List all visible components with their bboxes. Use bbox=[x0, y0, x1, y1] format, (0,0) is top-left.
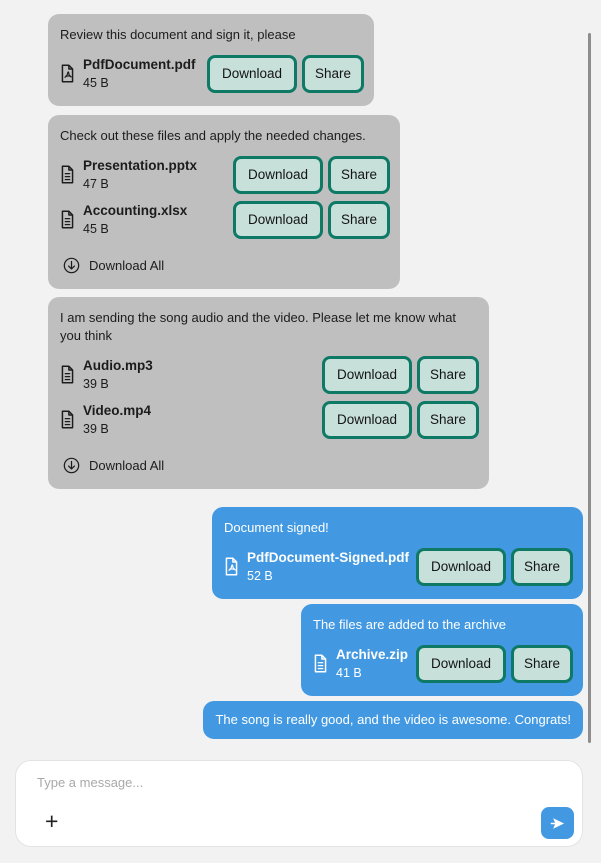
file-attachment-row: Audio.mp3 39 B Download Share bbox=[60, 354, 479, 396]
file-attachment-row: Archive.zip 41 B Download Share bbox=[313, 643, 573, 685]
file-size: 41 B bbox=[336, 666, 362, 681]
message-text: Review this document and sign it, please bbox=[60, 27, 296, 42]
share-button[interactable]: Share bbox=[302, 54, 364, 93]
share-button[interactable]: Share bbox=[511, 644, 573, 683]
chat-message-list: Review this document and sign it, please… bbox=[48, 14, 583, 739]
download-button[interactable]: Download bbox=[207, 54, 297, 93]
message-text: Check out these files and apply the need… bbox=[60, 127, 366, 143]
vertical-scrollbar[interactable] bbox=[588, 33, 591, 743]
attach-file-button[interactable]: + bbox=[45, 808, 59, 834]
file-name: Audio.mp3 bbox=[83, 358, 153, 374]
message-bubble-outgoing: The files are added to the archive Archi… bbox=[301, 603, 583, 696]
download-button[interactable]: Download bbox=[233, 200, 323, 239]
file-size: 39 B bbox=[83, 422, 109, 437]
file-size: 45 B bbox=[83, 222, 109, 237]
document-file-icon bbox=[313, 654, 328, 673]
file-attachment-row: Presentation.pptx 47 B Download Share bbox=[60, 154, 390, 196]
file-size: 39 B bbox=[83, 377, 109, 392]
download-button[interactable]: Download bbox=[233, 155, 323, 194]
message-bubble-incoming: Review this document and sign it, please… bbox=[48, 14, 374, 106]
document-file-icon bbox=[60, 365, 75, 384]
download-all-label: Download All bbox=[89, 257, 165, 273]
file-name: PdfDocument.pdf bbox=[83, 57, 196, 73]
file-name: Presentation.pptx bbox=[83, 158, 198, 174]
document-file-icon bbox=[60, 410, 75, 429]
file-size: 45 B bbox=[83, 76, 109, 91]
file-size: 47 B bbox=[83, 177, 109, 192]
share-button[interactable]: Share bbox=[417, 400, 479, 439]
pdf-file-icon bbox=[60, 64, 75, 83]
file-name: Video.mp4 bbox=[83, 403, 152, 419]
message-text: Document signed! bbox=[224, 519, 329, 535]
download-all-label: Download All bbox=[89, 457, 165, 473]
file-attachment-row: Video.mp4 39 B Download Share bbox=[60, 399, 479, 441]
file-attachment-row: PdfDocument.pdf 45 B Download Share bbox=[60, 53, 364, 95]
share-button[interactable]: Share bbox=[511, 547, 573, 586]
share-button[interactable]: Share bbox=[328, 155, 390, 194]
message-bubble-outgoing: The song is really good, and the video i… bbox=[203, 700, 583, 739]
message-composer: + bbox=[15, 760, 583, 847]
document-file-icon bbox=[60, 165, 75, 184]
download-all-link[interactable]: Download All bbox=[63, 457, 479, 474]
download-button[interactable]: Download bbox=[416, 547, 506, 586]
download-button[interactable]: Download bbox=[416, 644, 506, 683]
file-size: 52 B bbox=[247, 569, 273, 584]
file-attachment-row: PdfDocument-Signed.pdf 52 B Download Sha… bbox=[224, 546, 573, 588]
file-name: Archive.zip bbox=[336, 647, 409, 663]
send-button[interactable] bbox=[541, 807, 574, 839]
message-text: I am sending the song audio and the vide… bbox=[60, 309, 457, 343]
send-icon bbox=[549, 815, 566, 832]
message-text: The files are added to the archive bbox=[313, 616, 506, 632]
message-bubble-incoming: I am sending the song audio and the vide… bbox=[48, 296, 489, 489]
file-name: Accounting.xlsx bbox=[83, 203, 188, 219]
message-bubble-outgoing: Document signed! PdfDocument-Signed.pdf … bbox=[212, 506, 583, 599]
share-button[interactable]: Share bbox=[328, 200, 390, 239]
message-text: The song is really good, and the video i… bbox=[215, 711, 571, 727]
file-attachment-row: Accounting.xlsx 45 B Download Share bbox=[60, 199, 390, 241]
pdf-file-icon bbox=[224, 557, 239, 576]
download-all-icon bbox=[63, 257, 80, 274]
download-button[interactable]: Download bbox=[322, 400, 412, 439]
download-button[interactable]: Download bbox=[322, 355, 412, 394]
share-button[interactable]: Share bbox=[417, 355, 479, 394]
download-all-icon bbox=[63, 457, 80, 474]
message-bubble-incoming: Check out these files and apply the need… bbox=[48, 114, 400, 289]
document-file-icon bbox=[60, 210, 75, 229]
file-name: PdfDocument-Signed.pdf bbox=[247, 550, 409, 566]
download-all-link[interactable]: Download All bbox=[63, 257, 390, 274]
message-input[interactable] bbox=[37, 775, 457, 790]
